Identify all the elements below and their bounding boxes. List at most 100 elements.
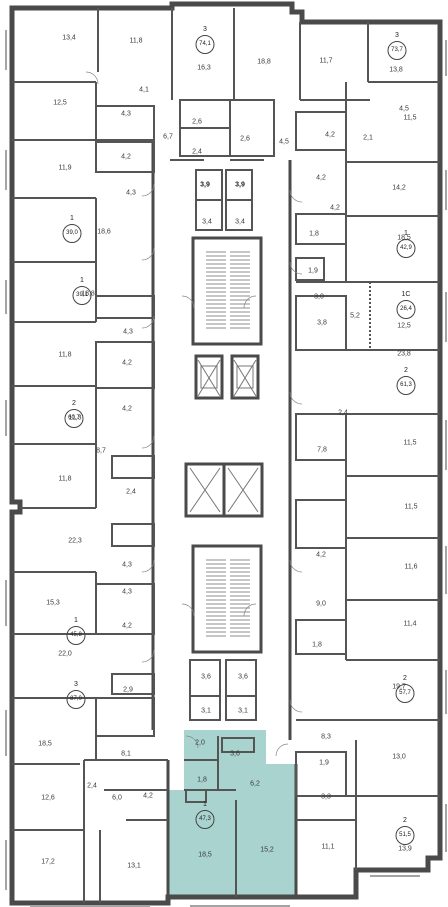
room-area-label: 2,9	[123, 686, 133, 694]
room-area-label: 22,0	[58, 650, 72, 658]
room-area-label: 11,7	[319, 57, 333, 65]
shafts	[189, 359, 259, 513]
room-area-label: 4,2	[316, 551, 326, 559]
room-area-label: 3,1	[201, 707, 211, 715]
room-area-label: 3,6	[238, 673, 248, 681]
apartment-area: 39,0	[62, 224, 82, 243]
room-area-label: 4,2	[122, 622, 132, 630]
room-area-label: 4,3	[126, 189, 136, 197]
apartment-rooms: 2	[403, 675, 407, 682]
room-area-label: 4,2	[330, 204, 340, 212]
room-area-label: 14,2	[392, 184, 406, 192]
room-area-label: 1,8	[197, 776, 207, 784]
room-area-label: 18,8	[257, 58, 271, 66]
room-area-label: 2,4	[126, 488, 136, 496]
apartment-area: 74,1	[195, 35, 215, 54]
room-area-label: 2,4	[87, 782, 97, 790]
room-area-label: 3,0	[314, 293, 324, 301]
room-area-label: 8,7	[96, 447, 106, 455]
room-area-label: 4,1	[139, 86, 149, 94]
room-area-label: 6,2	[250, 780, 260, 788]
room-area-label: 13,0	[392, 753, 406, 761]
room-area-label: 11,6	[404, 563, 418, 571]
room-area-label: 4,2	[316, 174, 326, 182]
apartment-rooms: 2	[403, 817, 407, 824]
room-area-label: 4,3	[122, 588, 132, 596]
apartment-rooms: 1C	[401, 291, 411, 298]
room-area-label: 18,5	[397, 234, 411, 242]
room-area-label: 12,5	[397, 322, 411, 330]
room-area-label: 13,8	[389, 66, 403, 74]
room-area-label: 16,3	[197, 64, 211, 72]
room-area-label: 17,2	[41, 858, 55, 866]
apartment-rooms: 1	[404, 230, 408, 237]
room-area-label: 3,1	[238, 707, 248, 715]
room-area-label: 23,8	[397, 350, 411, 358]
exterior-walls	[9, 1, 443, 906]
room-area-label: 12,5	[53, 99, 67, 107]
room-area-label: 11,5	[404, 503, 418, 511]
room-area-label: 4,5	[279, 138, 289, 146]
room-area-label: 1,8	[312, 641, 322, 649]
room-area-label: 4,5	[399, 105, 409, 113]
apartment-area: 51,5	[395, 826, 415, 845]
room-area-label: 13,9	[398, 845, 412, 853]
room-area-label: 1,9	[319, 759, 329, 767]
room-area-label: 6,7	[163, 133, 173, 141]
room-area-label: 4,2	[325, 131, 335, 139]
room-area-label: 11,5	[403, 114, 417, 122]
apartment-area: 39,1	[72, 286, 92, 305]
room-area-label: 11,8	[58, 475, 72, 483]
room-area-label: 2,1	[363, 134, 373, 142]
room-area-label: 1,9	[308, 267, 318, 275]
room-area-label: 2,4	[338, 409, 348, 417]
room-area-label: 2,4	[192, 148, 202, 156]
room-area-label: 4,2	[143, 792, 153, 800]
apartment-rooms: 1	[80, 277, 84, 284]
room-area-label: 18,5	[198, 851, 212, 859]
apartment-area: 45,8	[66, 626, 86, 645]
apartment-area: 73,7	[387, 41, 407, 60]
room-area-label: 3,8	[317, 319, 327, 327]
selected-apartment-highlight[interactable]	[168, 730, 296, 897]
apartment-area: 47,3	[195, 810, 215, 829]
room-area-label: 4,2	[121, 153, 131, 161]
room-area-label: 4,3	[121, 110, 131, 118]
room-area-label: 4,3	[122, 561, 132, 569]
room-area-label: 4,2	[122, 359, 132, 367]
room-area-label: 22,3	[68, 537, 82, 545]
apartment-rooms: 1	[74, 617, 78, 624]
apartment-area: 61,3	[396, 376, 416, 395]
room-area-label: 8,1	[121, 750, 131, 758]
apartment-rooms: 3	[395, 32, 399, 39]
room-area-label: 3,4	[202, 218, 212, 226]
stairs	[206, 251, 250, 637]
apartment-area: 57,7	[395, 684, 415, 703]
room-area-label: 2,6	[192, 118, 202, 126]
apartment-rooms: 3	[74, 681, 78, 688]
room-area-label: 6,0	[112, 794, 122, 802]
room-area-label: 11,8	[129, 37, 143, 45]
room-area-label: 9,0	[316, 600, 326, 608]
windows	[5, 30, 447, 907]
room-area-label: 2,6	[240, 135, 250, 143]
room-area-label: 11,1	[321, 843, 335, 851]
room-area-label: 11,4	[403, 620, 417, 628]
room-area-label: 4,2	[122, 405, 132, 413]
room-area-label: 3,9	[200, 181, 210, 189]
room-area-label: 3,6	[230, 750, 240, 758]
